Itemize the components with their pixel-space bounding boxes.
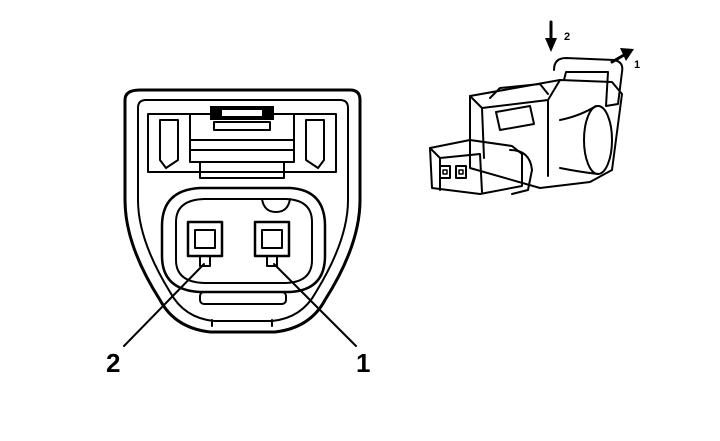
pin-label-2: 2 (106, 348, 120, 378)
pin-label-1: 1 (356, 348, 370, 378)
step-label-2: 2 (564, 31, 570, 43)
connector-front-view: 2 1 (106, 88, 370, 378)
housing-inner-outline (137, 99, 349, 322)
locking-latch (147, 106, 337, 179)
connector-iso-view: 2 1 (429, 20, 640, 195)
terminal-pin-1 (253, 220, 291, 267)
step-label-1: 1 (634, 59, 640, 71)
terminal-pin-2 (186, 220, 224, 267)
terminal-cavity-outer (160, 186, 327, 294)
housing-outer-outline (123, 88, 362, 334)
step-arrow-1 (610, 48, 634, 64)
leader-line-pin-2 (123, 263, 205, 347)
leader-line-pin-1 (273, 263, 357, 347)
step-arrow-2 (545, 20, 557, 52)
iso-housing-body (469, 79, 623, 189)
